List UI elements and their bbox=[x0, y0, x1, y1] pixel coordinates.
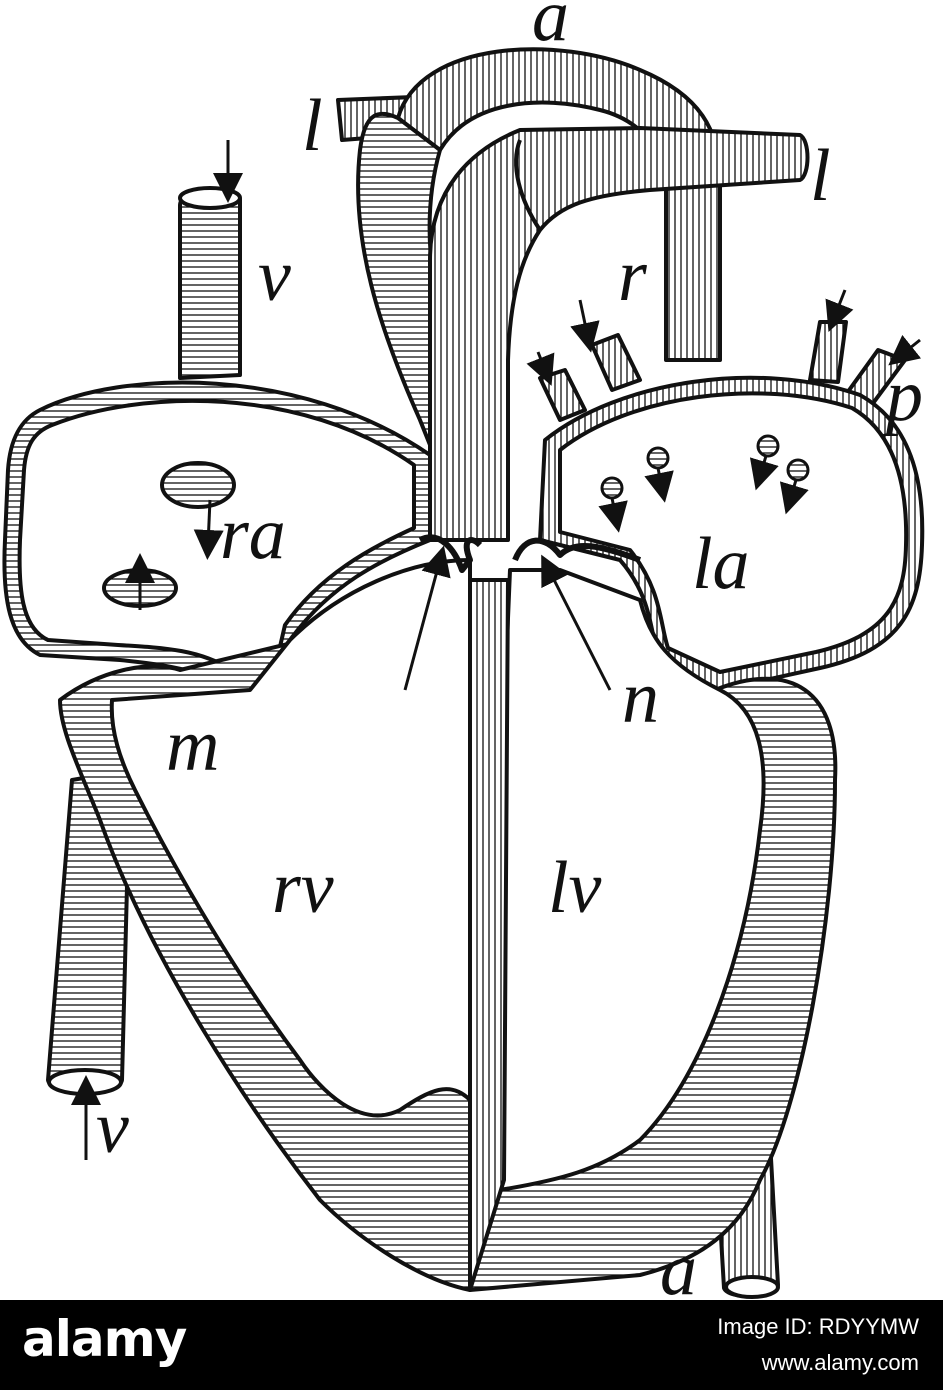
label-n: n bbox=[622, 657, 659, 739]
label-aorta-bottom: a bbox=[660, 1229, 697, 1300]
label-pulmonary-vein-r: r bbox=[618, 235, 648, 317]
stock-banner: alamy Image ID: RDYYMW www.alamy.com bbox=[0, 1300, 943, 1390]
label-aorta-top: a bbox=[532, 0, 569, 57]
label-vena-cava-top: v bbox=[258, 235, 291, 317]
alamy-logo: alamy bbox=[22, 1310, 186, 1368]
site-url-text: www.alamy.com bbox=[762, 1350, 919, 1376]
heart-diagram: a l l v r p ra la n m rv lv v a bbox=[0, 0, 943, 1300]
label-left-ventricle: lv bbox=[548, 847, 602, 929]
label-right-atrium: ra bbox=[220, 493, 286, 575]
label-left-atrium: la bbox=[692, 523, 750, 605]
label-pulmonary-left: l bbox=[302, 85, 323, 167]
label-m: m bbox=[166, 705, 219, 787]
label-pulmonary-right: l bbox=[810, 135, 831, 217]
label-vena-cava-bottom: v bbox=[96, 1087, 129, 1169]
superior-vena-cava bbox=[180, 188, 240, 378]
label-pulmonary-vein-p: p bbox=[881, 355, 923, 437]
image-id-text: Image ID: RDYYMW bbox=[717, 1314, 919, 1340]
label-right-ventricle: rv bbox=[272, 847, 334, 929]
